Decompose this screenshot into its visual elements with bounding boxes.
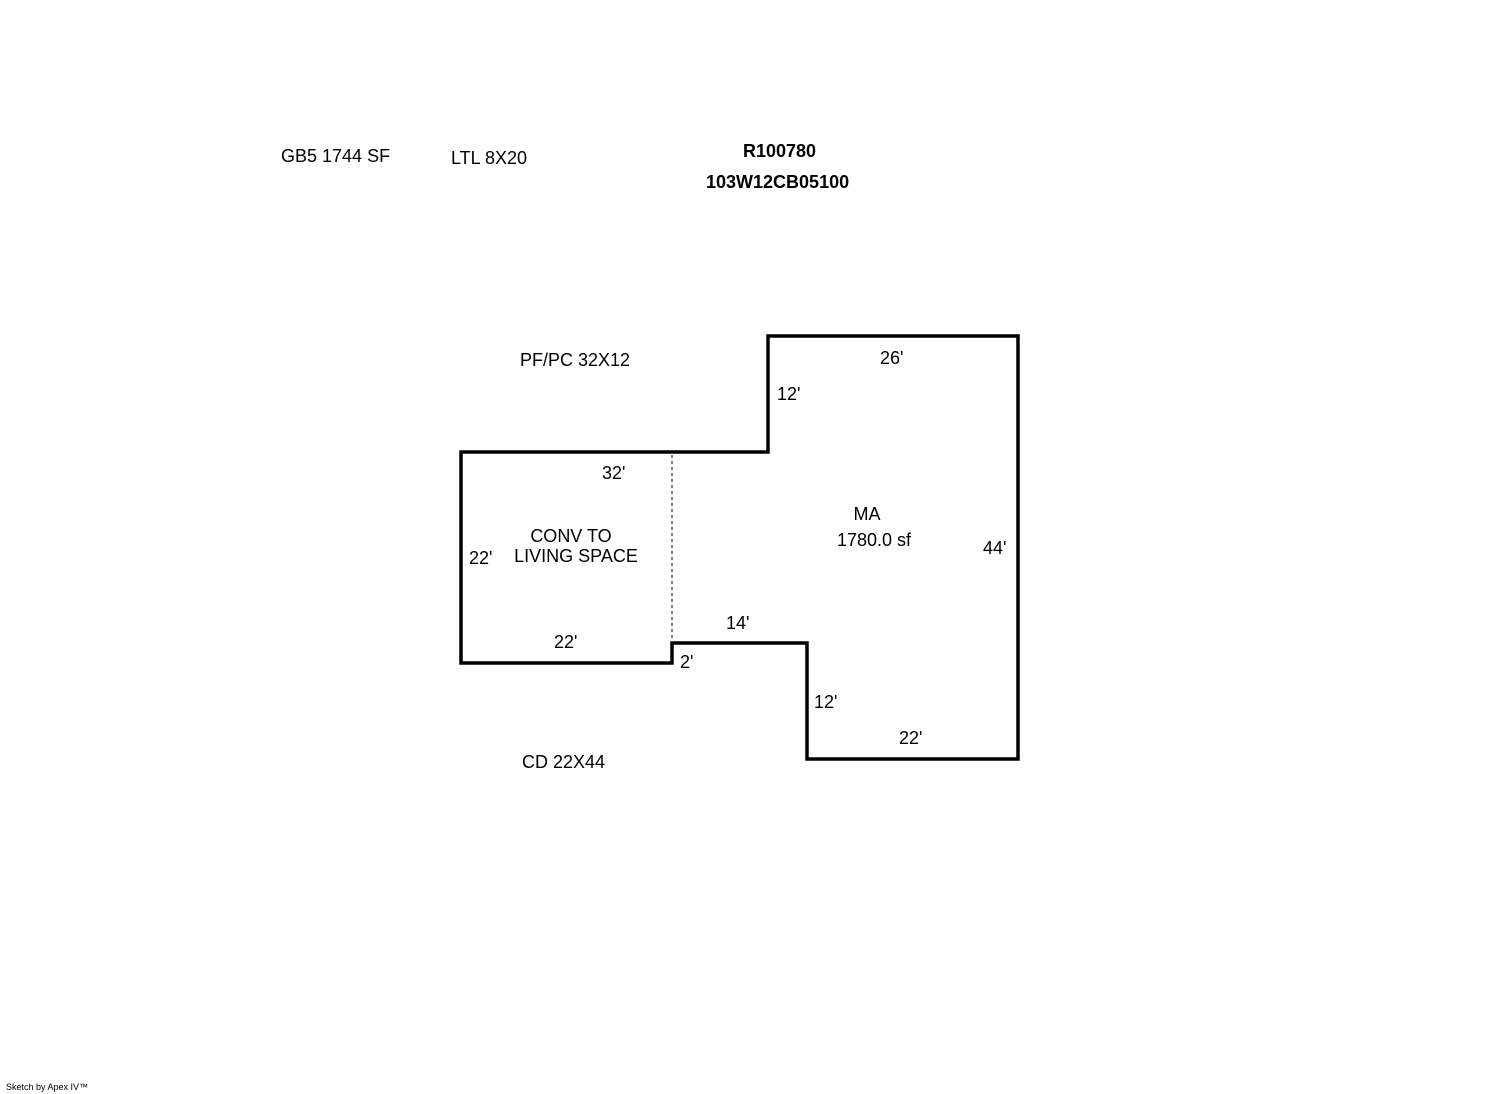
conversion-label-line2: LIVING SPACE	[514, 546, 638, 566]
dimension-left-side: 22'	[469, 548, 493, 568]
dimension-bottom-left: 22'	[554, 632, 578, 652]
dimension-bottom-right: 22'	[899, 728, 923, 748]
sketch-credit: Sketch by Apex IV™	[6, 1082, 89, 1092]
gb5-area-label: GB5 1744 SF	[281, 146, 391, 166]
parcel-id: R100780	[743, 141, 817, 161]
deck-label: CD 22X44	[522, 752, 606, 772]
dimension-upper-step: 12'	[777, 384, 801, 404]
dimension-top-left: 32'	[602, 463, 626, 483]
dimension-middle-step: 14'	[726, 613, 750, 633]
conversion-label-line1: CONV TO	[530, 526, 612, 546]
dimension-notch: 2'	[680, 652, 694, 672]
conversion-label: CONV TO LIVING SPACE	[496, 526, 646, 566]
building-outline	[459, 334, 1020, 761]
main-area-size: 1780.0 sf	[836, 530, 912, 550]
porch-label: PF/PC 32X12	[520, 350, 631, 370]
dimension-top-right: 26'	[880, 348, 904, 368]
dimension-right-side: 44'	[983, 538, 1007, 558]
main-area-label: MA 1780.0 sf	[814, 504, 934, 550]
dimension-lower-step: 12'	[814, 692, 838, 712]
main-area-code: MA	[853, 504, 881, 524]
map-number: 103W12CB05100	[706, 172, 850, 192]
ltl-label: LTL 8X20	[451, 148, 528, 168]
